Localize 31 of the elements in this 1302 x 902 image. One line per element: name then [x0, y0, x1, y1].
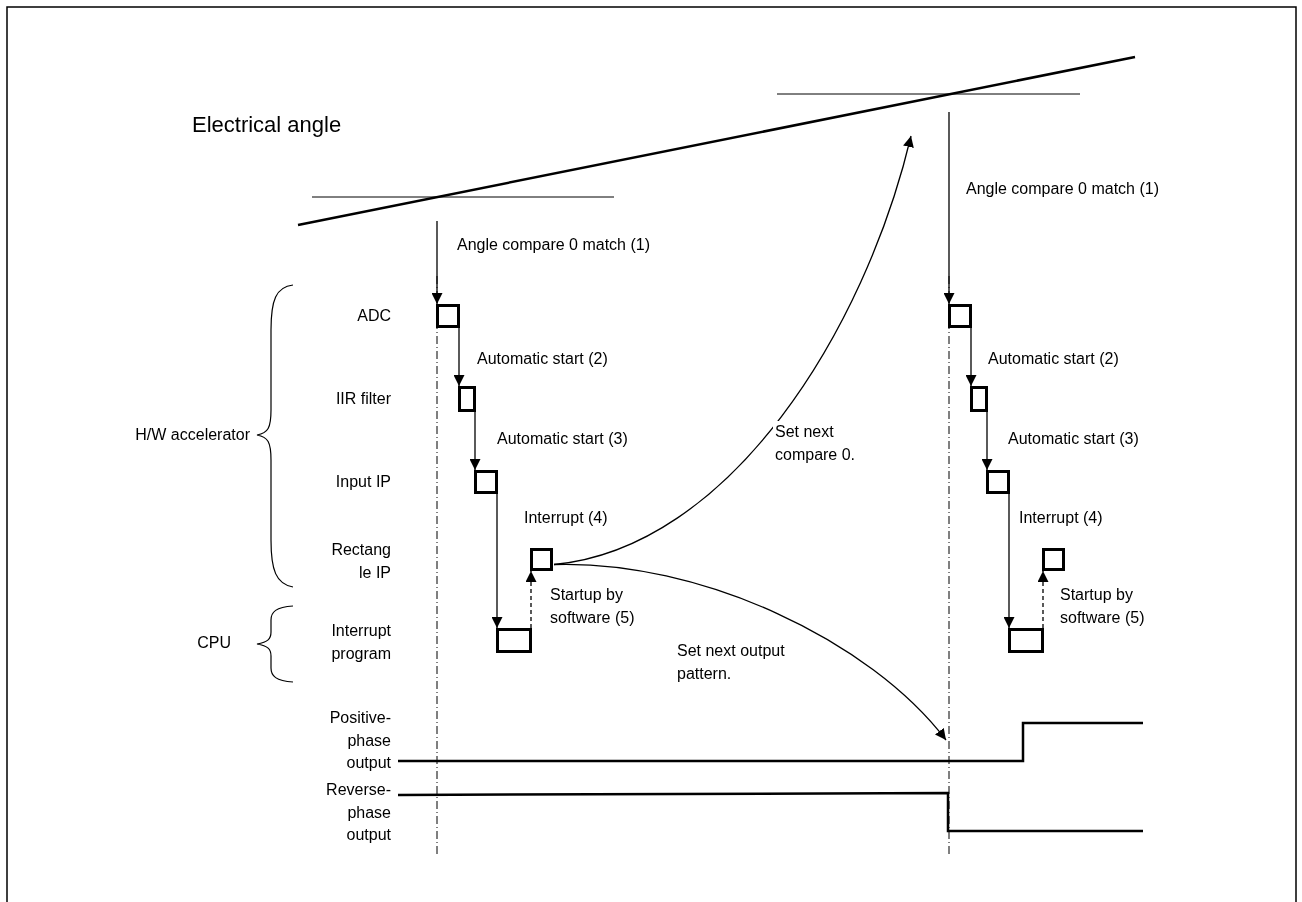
timing-box [436, 304, 460, 328]
arrow [469, 411, 481, 471]
row-label: Input IP [334, 472, 391, 492]
row-label: ADC [356, 306, 391, 326]
timing-box [986, 470, 1010, 494]
group-label: H/W accelerator [134, 425, 250, 445]
timing-box [530, 548, 553, 571]
row-label: Rectang le IP [330, 540, 391, 583]
row-label: IIR filter [334, 389, 391, 409]
timing-box [496, 628, 532, 653]
arrow [981, 411, 993, 471]
row-label: Interrupt program [330, 621, 391, 664]
group-label: CPU [196, 633, 231, 653]
chart-title: Electrical angle [192, 114, 343, 137]
arrow [453, 327, 465, 387]
arrow [553, 563, 947, 741]
arrow [525, 570, 537, 629]
row-label: Reverse- phase output [325, 780, 391, 845]
timing-box [1008, 628, 1044, 653]
arrow [431, 220, 443, 305]
timing-box [970, 386, 988, 412]
arrow [965, 327, 977, 387]
arrow [1003, 493, 1015, 629]
timing-box [1042, 548, 1065, 571]
timing-box [948, 304, 972, 328]
timing-box [458, 386, 476, 412]
timing-box [474, 470, 498, 494]
arrow [943, 111, 955, 305]
arrow [1037, 570, 1049, 629]
arrow [491, 493, 503, 629]
row-label: Positive- phase output [328, 708, 391, 773]
